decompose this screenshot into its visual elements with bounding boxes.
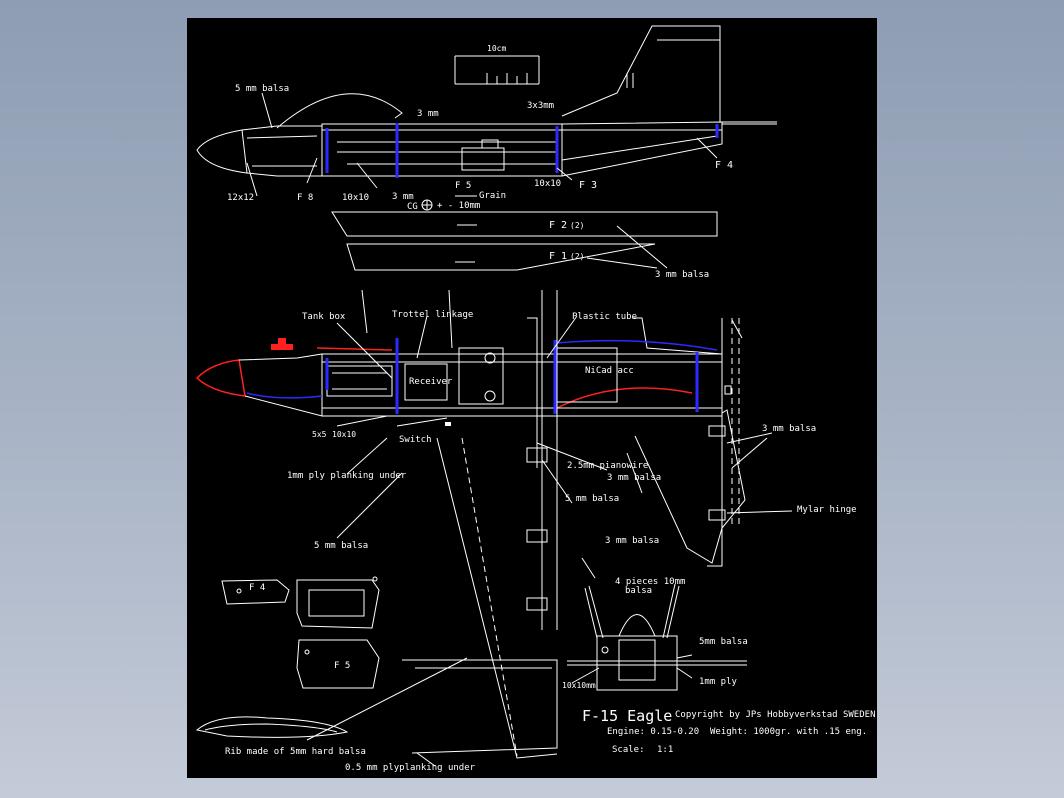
label-10x10-b: 10x10 bbox=[534, 179, 561, 189]
label-3mm-balsa-low: 3 mm balsa bbox=[605, 536, 659, 546]
label-f1-qty: (2) bbox=[570, 252, 584, 261]
label-f2: F 2 bbox=[549, 220, 567, 231]
label-f3-side: F 3 bbox=[579, 180, 597, 191]
f15-plan-drawing: 10cm 5 mm balsa 3 mm 3x3mm F 4 F 3 F 8 F… bbox=[195, 25, 875, 773]
label-f4-side: F 4 bbox=[715, 160, 733, 171]
f1-f2-parts: F 2 (2) F 1 (2) 3 mm balsa bbox=[331, 211, 718, 280]
label-f5-part: F 5 bbox=[334, 661, 350, 671]
label-switch: Switch bbox=[399, 435, 432, 445]
label-f8-side: F 8 bbox=[297, 193, 313, 203]
label-4-pieces: 4 pieces 10mm bbox=[615, 577, 685, 587]
label-f2-qty: (2) bbox=[570, 221, 584, 230]
label-mylar-hinge: Mylar hinge bbox=[797, 505, 857, 515]
label-cg: CG bbox=[407, 202, 418, 212]
label-nicad: NiCad acc bbox=[585, 366, 634, 376]
label-5mm-balsa-section: 5mm balsa bbox=[699, 637, 748, 647]
label-4-pieces-balsa: balsa bbox=[625, 586, 652, 596]
label-plastic-tube: Plastic tube bbox=[572, 312, 637, 322]
label-3mm-balsa-mid: 3 mm balsa bbox=[607, 473, 661, 483]
top-view: Tank box Trottel linkage Plastic tube Re… bbox=[195, 289, 743, 630]
label-3mm-top: 3 mm bbox=[417, 109, 439, 119]
drawing-title: F-15 Eagle bbox=[582, 707, 672, 725]
engine-spec: Engine: 0.15-0.20 bbox=[607, 727, 699, 737]
label-f1: F 1 bbox=[549, 251, 567, 262]
side-view: 10cm 5 mm balsa 3 mm 3x3mm F 4 F 3 F 8 F… bbox=[196, 25, 777, 212]
scale-label: Scale: bbox=[612, 745, 645, 755]
label-3mm-balsa-fin: 3 mm balsa bbox=[762, 424, 816, 434]
label-05mm-ply: 0.5 mm plyplanking under bbox=[345, 763, 476, 773]
drawing-sheet: 10cm 5 mm balsa 3 mm 3x3mm F 4 F 3 F 8 F… bbox=[187, 18, 877, 778]
label-10x10-a: 10x10 bbox=[342, 193, 369, 203]
label-5mm-balsa-mid: 5 mm balsa bbox=[565, 494, 619, 504]
label-receiver: Receiver bbox=[409, 377, 453, 387]
title-block: F-15 Eagle Copyright by JPs Hobbyverksta… bbox=[582, 707, 875, 755]
weight-spec: Weight: 1000gr. with .15 eng. bbox=[710, 727, 867, 737]
wing-view: 2.5mm pianowire 3 mm balsa 3 mm balsa 5 … bbox=[287, 318, 857, 759]
cross-section: 3 mm balsa 4 pieces 10mm balsa 5mm balsa… bbox=[562, 536, 748, 691]
label-rib: Rib made of 5mm hard balsa bbox=[225, 747, 366, 757]
label-grain: Grain bbox=[479, 191, 506, 201]
label-10x10mm: 10x10mm bbox=[562, 681, 596, 690]
label-3mm-bottom: 3 mm bbox=[392, 192, 414, 202]
label-3x3mm: 3x3mm bbox=[527, 101, 554, 111]
label-pianowire: 2.5mm pianowire bbox=[567, 461, 648, 471]
label-3mm-balsa-f1: 3 mm balsa bbox=[655, 270, 709, 280]
label-5mm-balsa-top: 5 mm balsa bbox=[235, 84, 289, 94]
label-f5-side: F 5 bbox=[455, 181, 471, 191]
label-5mm-balsa-wing: 5 mm balsa bbox=[314, 541, 368, 551]
parts-layout: F 4 F 5 Rib made of 5mm hard balsa 0.5 m… bbox=[195, 576, 476, 773]
scale-bar-label: 10cm bbox=[487, 44, 506, 53]
label-1mm-ply-under: 1mm ply planking under bbox=[287, 471, 407, 481]
label-12x12: 12x12 bbox=[227, 193, 254, 203]
label-1mm-ply-section: 1mm ply bbox=[699, 677, 738, 687]
scale-value: 1:1 bbox=[657, 745, 673, 755]
label-throttle-linkage: Trottel linkage bbox=[392, 310, 473, 320]
label-5x5: 5x5 bbox=[312, 430, 327, 439]
label-cg-tolerance: + - 10mm bbox=[437, 201, 480, 211]
copyright: Copyright by JPs Hobbyverkstad SWEDEN bbox=[675, 710, 875, 720]
label-f4-part: F 4 bbox=[249, 583, 265, 593]
label-10x10-c: 10x10 bbox=[332, 430, 356, 439]
label-tank-box: Tank box bbox=[302, 312, 346, 322]
